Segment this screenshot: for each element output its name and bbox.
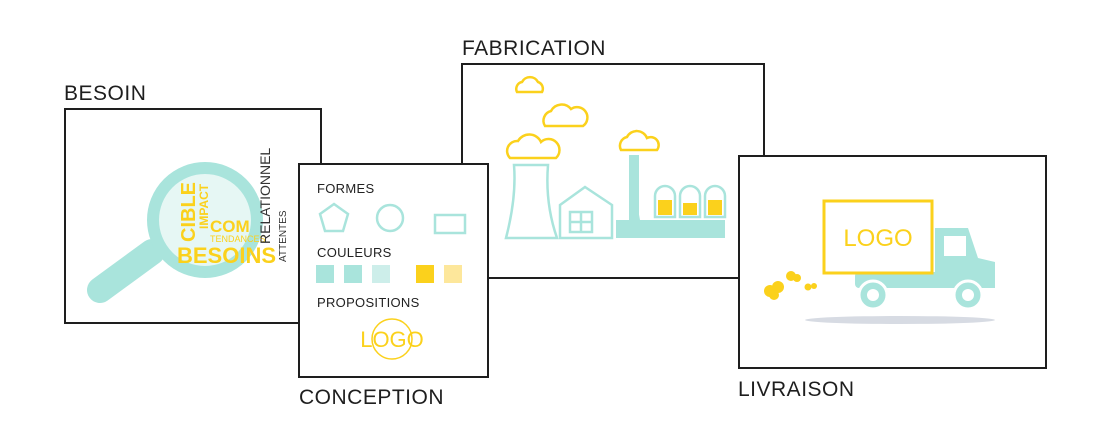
word-com: COM [210, 217, 250, 236]
word-attentes: ATTENTES [278, 210, 289, 262]
cloud-icon [542, 103, 589, 128]
word-besoins: BESOINS [177, 243, 276, 268]
conception-title: CONCEPTION [299, 386, 445, 409]
color-swatch [372, 265, 390, 283]
color-swatch [344, 265, 362, 283]
logo-badge-ring [371, 318, 413, 360]
word-impact: IMPACT [197, 183, 211, 229]
circle-icon [375, 203, 405, 233]
cloud-icon [505, 133, 561, 160]
propositions-label: PROPOSITIONS [317, 295, 420, 310]
pentagon-icon [318, 202, 350, 233]
livraison-title: LIVRAISON [738, 378, 855, 401]
exhaust-smoke-icon [764, 271, 817, 300]
color-swatch [444, 265, 462, 283]
color-swatch [316, 265, 334, 283]
cloud-icon [618, 129, 660, 152]
word-cible: CIBLE [178, 182, 200, 242]
color-swatch [416, 265, 434, 283]
livraison-logo-text: LOGO [843, 225, 912, 252]
conception-logo-text: LOGO [360, 327, 424, 352]
rectangle-icon [433, 213, 467, 235]
formes-label: FORMES [317, 181, 375, 196]
cloud-icon [515, 75, 545, 94]
besoin-title: BESOIN [64, 82, 147, 105]
couleurs-label: COULEURS [317, 245, 392, 260]
word-relationnel: RELATIONNEL [257, 148, 273, 244]
word-tendances: TENDANCES [210, 234, 266, 244]
fabrication-title: FABRICATION [462, 37, 606, 60]
